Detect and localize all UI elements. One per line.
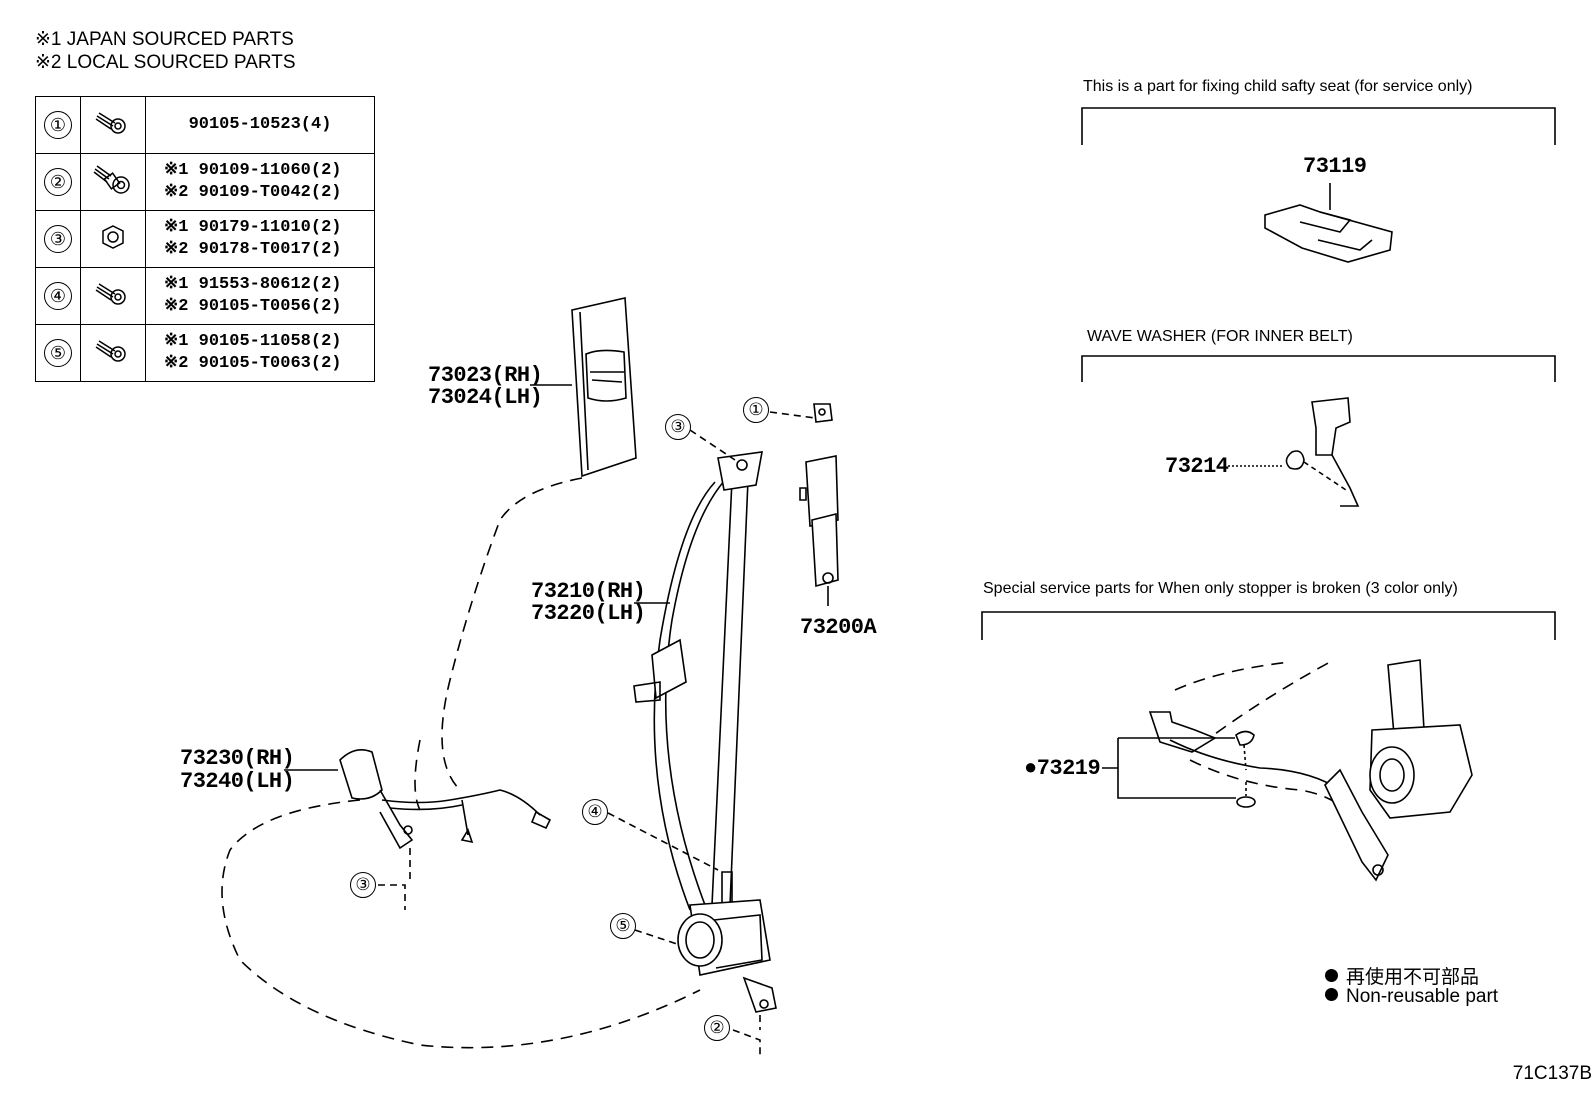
label-73230: 73230(RH): [180, 746, 295, 771]
wave-washer-caption: WAVE WASHER (FOR INNER BELT): [1087, 328, 1353, 345]
row-number: ④: [44, 282, 72, 310]
table-row: ③ ※1 90179-11010(2) ※2 90178-T0017(2): [35, 210, 375, 268]
legend-jp-text: 再使用不可部品: [1346, 967, 1480, 988]
wave-washer-frame: [1081, 355, 1556, 382]
part-number: ※1 90105-11058(2): [164, 332, 342, 351]
callout-5: ⑤: [610, 913, 636, 939]
label-73119: 73119: [1303, 154, 1367, 179]
legend-en-text: Non-reusable part: [1346, 986, 1499, 1007]
reference-code: 71C137B: [1512, 1063, 1592, 1084]
bolt-icon: [80, 324, 146, 382]
row-number: ③: [44, 225, 72, 253]
child-seat-caption: This is a part for fixing child safty se…: [1083, 78, 1473, 95]
legend-jp: 再使用不可部品: [1325, 962, 1479, 989]
row-number: ①: [44, 111, 72, 139]
retractor-drawing: [677, 899, 777, 1013]
stopper-caption: Special service parts for When only stop…: [983, 580, 1458, 597]
legend-en: Non-reusable part: [1325, 986, 1498, 1008]
table-row: ② ※1 90109-11060(2) ※2 90109-T0042(2): [35, 153, 375, 211]
height-adjuster-drawing: [799, 403, 839, 606]
row-number: ②: [44, 168, 72, 196]
child-seat-bracket-frame: [1081, 107, 1556, 145]
row-number: ⑤: [44, 339, 72, 367]
bullet-icon: [1325, 988, 1338, 1001]
table-row: ⑤ ※1 90105-11058(2) ※2 90105-T0063(2): [35, 324, 375, 382]
label-73024: 73024(LH): [428, 385, 543, 410]
stopper-frame: [981, 611, 1556, 640]
bullet-icon: [1325, 969, 1338, 982]
callout-1: ①: [743, 397, 769, 423]
part-number: ※2 90105-T0063(2): [164, 354, 342, 373]
buckle-drawing: [339, 749, 552, 850]
stopper-assembly-drawing: [1102, 659, 1473, 882]
label-73220: 73220(LH): [531, 601, 646, 626]
part-number: ※2 90109-T0042(2): [164, 183, 342, 202]
shoulder-bolt-icon: [80, 153, 146, 211]
label-73219: ●73219: [1024, 756, 1101, 781]
part-number: ※1 90109-11060(2): [164, 161, 342, 180]
part-number: ※1 91553-80612(2): [164, 275, 342, 294]
japan-sourced-note: ※1 JAPAN SOURCED PARTS: [35, 29, 294, 50]
pillar-garnish-drawing: [571, 297, 637, 478]
child-seat-bracket-drawing: [1264, 183, 1393, 263]
fastener-table: ① 90105-10523(4) ② ※1 90109-11060(2) ※2 …: [35, 96, 375, 382]
table-row: ① 90105-10523(4): [35, 96, 375, 154]
seat-belt-webbing-drawing: [633, 451, 763, 916]
part-number: ※2 90178-T0017(2): [164, 240, 342, 259]
callout-2: ②: [704, 1015, 730, 1041]
label-73240: 73240(LH): [180, 769, 295, 794]
seat-outline: [221, 477, 701, 1049]
callout-4: ④: [582, 799, 608, 825]
part-number: ※2 90105-T0056(2): [164, 297, 342, 316]
label-73023: 73023(RH): [428, 363, 543, 388]
table-row: ④ ※1 91553-80612(2) ※2 90105-T0056(2): [35, 267, 375, 325]
wave-washer-drawing: [1224, 397, 1360, 507]
callout-3-lower: ③: [350, 872, 376, 898]
part-number: ※1 90179-11010(2): [164, 218, 342, 237]
label-73214: 73214: [1165, 454, 1229, 479]
callout-3-upper: ③: [665, 414, 691, 440]
local-sourced-note: ※2 LOCAL SOURCED PARTS: [35, 52, 296, 73]
part-number: 90105-10523(4): [188, 115, 332, 134]
label-73210: 73210(RH): [531, 579, 646, 604]
label-73200a: 73200A: [800, 615, 877, 640]
